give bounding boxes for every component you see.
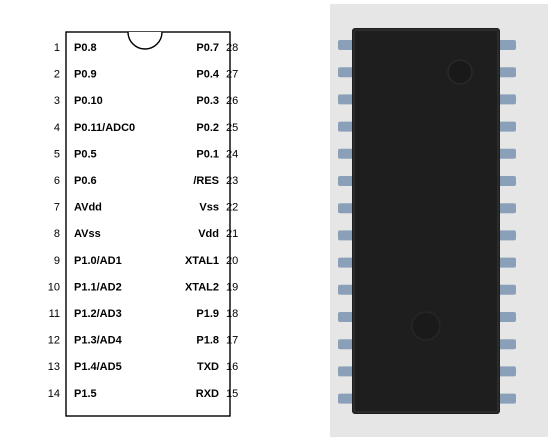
- photo-pin: [498, 203, 516, 214]
- photo-pin: [338, 203, 354, 214]
- pin-label: P0.11/ADC0: [74, 122, 135, 134]
- photo-pin: [338, 230, 354, 241]
- pin-number: 19: [226, 281, 238, 293]
- photo-pin: [338, 94, 354, 105]
- pin-number: 25: [226, 122, 238, 134]
- photo-pin: [498, 121, 516, 132]
- photo-pin: [498, 67, 516, 78]
- photo-pin: [498, 366, 516, 377]
- photo-pin: [498, 284, 516, 295]
- pin-label: XTAL1: [185, 255, 219, 267]
- photo-pin: [498, 339, 516, 350]
- chip-package-highlight: [353, 29, 499, 413]
- pin-number: 10: [48, 281, 60, 293]
- photo-right-pins: [498, 40, 516, 404]
- pin-label: P1.0/AD1: [74, 255, 122, 267]
- pin-label: P1.2/AD3: [74, 308, 122, 320]
- photo-left-pins: [338, 40, 354, 404]
- pin1-dimple: [447, 59, 473, 85]
- photo-pin: [338, 393, 354, 404]
- pin-label: P0.4: [196, 69, 220, 81]
- pin-label: Vss: [199, 202, 219, 214]
- photo-pin: [338, 339, 354, 350]
- pin-number: 15: [226, 388, 238, 400]
- pin-label: RXD: [196, 388, 219, 400]
- pin-label: P1.1/AD2: [74, 281, 122, 293]
- chip-photo: [330, 4, 548, 437]
- pin-label: P0.2: [196, 122, 219, 134]
- pin-number: 27: [226, 69, 238, 81]
- pin-number: 18: [226, 308, 238, 320]
- pin-number: 23: [226, 175, 238, 187]
- pin-number: 8: [54, 228, 60, 240]
- pin-number: 2: [54, 69, 60, 81]
- pin-label: P0.1: [196, 148, 219, 160]
- pin-label: P1.9: [196, 308, 219, 320]
- pin-number: 5: [54, 148, 60, 160]
- photo-pin: [498, 393, 516, 404]
- photo-pin: [338, 312, 354, 322]
- pin1-notch: [127, 31, 163, 50]
- photo-pin: [338, 366, 354, 377]
- pin-number: 13: [48, 361, 60, 373]
- pin-label: P0.7: [196, 42, 219, 54]
- pin-number: 1: [54, 42, 60, 54]
- pin-label: Vdd: [198, 228, 219, 240]
- pin-number: 21: [226, 228, 238, 240]
- pin-number: 12: [48, 335, 60, 347]
- pin-number: 7: [54, 202, 60, 214]
- pin-number: 17: [226, 335, 238, 347]
- pin-label: P0.6: [74, 175, 97, 187]
- photo-pin: [338, 176, 354, 186]
- photo-pin: [338, 121, 354, 132]
- pin-label: AVss: [74, 228, 101, 240]
- pin-number: 20: [226, 255, 238, 267]
- pin-label: P0.8: [74, 42, 97, 54]
- pin-number: 4: [54, 122, 60, 134]
- pin-number: 9: [54, 255, 60, 267]
- pin-number: 14: [48, 388, 60, 400]
- pin-label: P0.5: [74, 148, 97, 160]
- pin-label: P1.5: [74, 388, 97, 400]
- pin-number: 16: [226, 361, 238, 373]
- photo-pin: [498, 176, 516, 186]
- pin-number: 26: [226, 95, 238, 107]
- photo-pin: [498, 148, 516, 159]
- photo-pin: [498, 94, 516, 105]
- photo-pin: [498, 230, 516, 241]
- pin-number: 3: [54, 95, 60, 107]
- pin-label: P1.8: [196, 335, 219, 347]
- photo-pin: [498, 257, 516, 268]
- pin-label: P1.4/AD5: [74, 361, 122, 373]
- pin-label: P1.3/AD4: [74, 335, 123, 347]
- photo-pin: [338, 40, 354, 50]
- photo-pin: [338, 284, 354, 295]
- photo-pin: [498, 40, 516, 50]
- pin-number: 22: [226, 202, 238, 214]
- photo-pin: [338, 257, 354, 268]
- pin-label: XTAL2: [185, 281, 219, 293]
- photo-pin: [338, 148, 354, 159]
- pin-label: /RES: [193, 175, 219, 187]
- pin-label: P0.10: [74, 95, 103, 107]
- chip-photo-drawing: [338, 28, 516, 414]
- pin-label: AVdd: [74, 202, 102, 214]
- pin-number: 28: [226, 42, 238, 54]
- pin-number: 24: [226, 148, 238, 160]
- pin-label: P0.9: [74, 69, 97, 81]
- photo-pin: [338, 67, 354, 78]
- pin-label: TXD: [197, 361, 219, 373]
- pin-label: P0.3: [196, 95, 219, 107]
- chip-package: [352, 28, 500, 414]
- pin-number: 11: [49, 308, 60, 320]
- chip-outline: [65, 31, 231, 417]
- bottom-dimple: [411, 311, 441, 341]
- pin-number: 6: [54, 175, 60, 187]
- photo-pin: [498, 312, 516, 322]
